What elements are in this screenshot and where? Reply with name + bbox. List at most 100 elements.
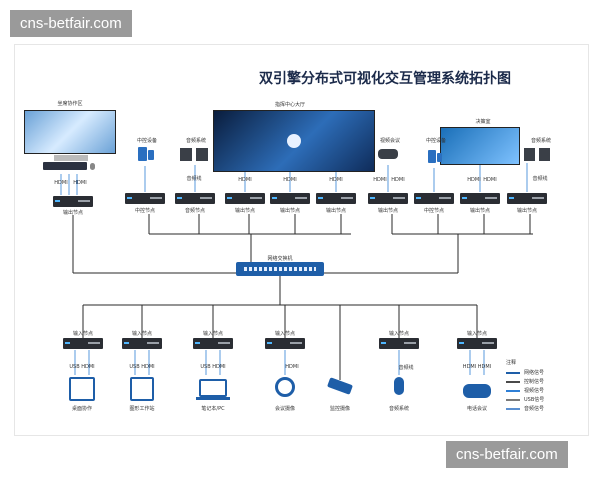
node-label: 中控节点 <box>423 208 445 214</box>
hdmi-label: HDMI <box>238 177 252 183</box>
cable-label: HDMI HDMI <box>462 364 492 370</box>
cable-label: USB HDMI <box>69 364 95 370</box>
conference-phone-icon <box>378 149 398 159</box>
watermark-top: cns-betfair.com <box>10 10 132 37</box>
speaker-right-icon <box>539 148 550 161</box>
microphone-icon <box>394 377 404 395</box>
device-label: 音频系统 <box>388 406 410 412</box>
output-node <box>53 196 93 207</box>
input-node <box>457 338 497 349</box>
switch-label: 网络交换机 <box>267 256 293 262</box>
node-label: 输入节点 <box>388 331 410 337</box>
diagram-title: 双引擎分布式可视化交互管理系统拓扑图 <box>259 71 511 87</box>
node-label: 输出节点 <box>325 208 347 214</box>
node-label: 输出节点 <box>62 210 84 216</box>
node-label: 输入节点 <box>131 331 153 337</box>
hdmi-label: HDMI <box>73 180 87 186</box>
hdmi-label: HDMI <box>373 177 387 183</box>
zone-hall-label: 指挥中心大厅 <box>274 102 306 108</box>
output-node <box>270 193 310 204</box>
node-label: 输出节点 <box>279 208 301 214</box>
node-label: 输出节点 <box>377 208 399 214</box>
legend-swatch <box>506 380 520 383</box>
device-label: 电话会议 <box>466 406 488 412</box>
zone-seat-label: 坐席协作区 <box>57 101 83 107</box>
seat-video-wall <box>24 110 116 154</box>
output-node <box>507 193 547 204</box>
speaker-right-icon <box>196 148 208 161</box>
workstation-icon <box>130 377 154 401</box>
cable-label: USB HDMI <box>200 364 226 370</box>
central-ctrl-1-label: 中控设备 <box>136 138 158 144</box>
audio-sys-1-label: 音频系统 <box>185 138 207 144</box>
node-label: 中控节点 <box>134 208 156 214</box>
node-label: 音频节点 <box>184 208 206 214</box>
legend-title: 注释 <box>506 360 517 366</box>
control-node <box>125 193 165 204</box>
audio-line-2-label: 音频线 <box>532 176 548 182</box>
node-label: 输入节点 <box>202 331 224 337</box>
network-switch <box>236 262 324 276</box>
desk-collab-icon <box>69 377 95 401</box>
tablet-icon <box>138 147 147 161</box>
input-node <box>379 338 419 349</box>
output-node <box>225 193 265 204</box>
legend-item: USB信号 <box>506 395 544 404</box>
legend: 注释 网络信号 控制信号 视频信号 USB信号 音频信号 <box>506 359 544 413</box>
output-node <box>460 193 500 204</box>
hdmi-label: HDMI <box>483 177 497 183</box>
device-label: 桌面协作 <box>71 406 93 412</box>
zone-meeting-label: 决策室 <box>475 119 491 125</box>
kvm-keyboard-icon <box>43 162 87 170</box>
hdmi-label: HDMI <box>329 177 343 183</box>
phone-icon <box>437 153 442 162</box>
node-label: 输出节点 <box>469 208 491 214</box>
meeting-video-wall <box>440 127 520 165</box>
hdmi-label: HDMI <box>391 177 405 183</box>
legend-item: 控制信号 <box>506 377 544 386</box>
speaker-left-icon <box>180 148 192 161</box>
legend-item: 网络信号 <box>506 368 544 377</box>
logo-icon <box>287 134 301 148</box>
output-node <box>368 193 408 204</box>
legend-swatch <box>506 371 520 374</box>
legend-label: 视频信号 <box>524 388 545 394</box>
node-label: 输入节点 <box>72 331 94 337</box>
legend-label: 控制信号 <box>524 379 545 385</box>
audio-sys-2-label: 音频系统 <box>530 138 552 144</box>
legend-label: USB信号 <box>524 397 545 403</box>
legend-swatch <box>506 398 520 401</box>
node-label: 输入节点 <box>274 331 296 337</box>
laptop-icon <box>199 379 227 397</box>
central-ctrl-2-label: 中控设备 <box>425 138 447 144</box>
video-conf-label: 视频会议 <box>379 138 401 144</box>
legend-swatch <box>506 407 520 410</box>
legend-swatch <box>506 389 520 392</box>
conference-phone-icon <box>463 384 491 398</box>
node-label: 输出节点 <box>234 208 256 214</box>
input-node <box>63 338 103 349</box>
input-node <box>193 338 233 349</box>
control-node <box>414 193 454 204</box>
mouse-icon <box>90 163 95 170</box>
tablet-icon <box>428 150 436 163</box>
device-label: 图形工作站 <box>129 406 155 412</box>
hdmi-label: HDMI <box>467 177 481 183</box>
monitor-stand-icon <box>54 155 88 161</box>
legend-item: 视频信号 <box>506 386 544 395</box>
cable-label: 音频线 <box>398 365 414 371</box>
diagram-frame <box>14 44 589 436</box>
legend-item: 音频信号 <box>506 404 544 413</box>
input-node <box>265 338 305 349</box>
legend-label: 网络信号 <box>524 370 545 376</box>
output-node <box>316 193 356 204</box>
device-label: 笔记本/PC <box>201 406 225 412</box>
node-label: 输出节点 <box>516 208 538 214</box>
watermark-bottom: cns-betfair.com <box>446 441 568 468</box>
legend-label: 音频信号 <box>524 406 545 412</box>
cable-label: HDMI <box>285 364 299 370</box>
input-node <box>122 338 162 349</box>
phone-icon <box>148 150 154 160</box>
cable-label: USB HDMI <box>129 364 155 370</box>
